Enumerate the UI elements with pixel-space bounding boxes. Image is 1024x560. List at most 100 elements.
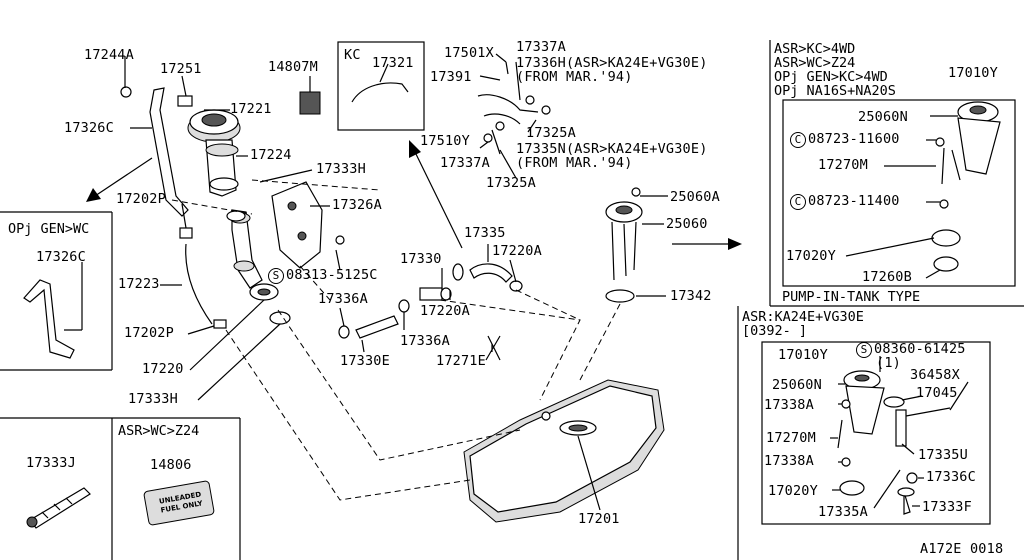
center-pump-unit [605,187,643,281]
part-label-17335a: 17335A [818,504,868,520]
part-label-17260b: 17260B [862,269,912,285]
pump-in-tank-inner-box [782,99,1016,287]
part-label-17510y: 17510Y [420,133,470,149]
part-label-17338a-top: 17338A [764,397,814,413]
gasket-17342 [605,289,635,303]
clip-17202p-bottom [213,319,227,329]
s-circle-icon: S [856,342,872,358]
filler-bracket-17326c [149,87,189,217]
part-label-17333h-bottom: 17333H [128,391,178,407]
part-label-17336h: 17336H(ASR>KA24E+VG30E) [516,55,708,71]
part-label-17270m-asr: 17270M [766,430,816,446]
part-label-17010y-asr: 17010Y [778,347,828,363]
emblem-14806 [143,480,215,526]
asr-z24-box-title: ASR>WC>Z24 [118,423,200,439]
pit-header-4: OPj NA16S+NA20S [774,83,896,99]
part-label-17326c: 17326C [64,120,114,136]
part-label-17020y-asr: 17020Y [768,483,818,499]
pit-header-3: OPj GEN>KC>4WD [774,69,888,85]
part-label-17330: 17330 [400,251,442,267]
clip-part-number-2: 08723-11400 [808,193,900,209]
part-label-17335n: 17335N(ASR>KA24E+VG30E) [516,141,708,157]
hose-17321 [351,82,409,103]
part-label-17326a: 17326A [332,197,382,213]
kc-box [337,41,425,131]
pit-header-1: ASR>KC>4WD [774,41,856,57]
part-label-17251: 17251 [160,61,202,77]
part-label-17220a-top: 17220A [492,243,542,259]
part-label-17391: 17391 [430,69,472,85]
part-label-17010y-pit: 17010Y [948,65,998,81]
from-date-1: (FROM MAR.'94) [516,69,633,85]
part-label-17330e: 17330E [340,353,390,369]
part-label-17202p-top: 17202P [116,191,166,207]
part-label-17335u: 17335U [918,447,968,463]
part-label-17045: 17045 [916,385,958,401]
part-label-17333f: 17333F [922,499,972,515]
fuel-tank-17201 [463,379,665,523]
part-label-17270m-pit: 17270M [818,157,868,173]
part-label-17020y-pit: 17020Y [786,248,836,264]
from-date-2: (FROM MAR.'94) [516,155,633,171]
part-label-17338a-bottom: 17338A [764,453,814,469]
asr-ka24e-header-1: ASR:KA24E+VG30E [742,309,864,325]
part-label-17336a-right: 17336A [400,333,450,349]
part-label-17220a-mid: 17220A [420,303,470,319]
part-label-17335: 17335 [464,225,506,241]
part-label-17325a-top: 17325A [526,125,576,141]
part-label-17223: 17223 [118,276,160,292]
shield-17326a [271,181,323,269]
part-label-17337a-bottom: 17337A [440,155,490,171]
part-label-25060a: 25060A [670,189,720,205]
part-label-14806: 14806 [150,457,192,473]
evap-hoses [338,263,523,361]
screw-part-number-asr: 08360-61425 [874,341,966,357]
part-label-17333j: 17333J [26,455,76,471]
part-label-17244a: 17244A [84,47,134,63]
part-label-17342: 17342 [670,288,712,304]
part-label-25060n-asr: 25060N [772,377,822,393]
diagram-code: A172E 0018 [920,541,1004,557]
pump-in-tank-caption: PUMP-IN-TANK TYPE [782,289,921,305]
part-label-25060n-pit: 25060N [858,109,908,125]
bracket-17326c-option [23,279,75,359]
s-circle-icon: S [268,268,284,284]
screw-part-number: 08313-5125C [286,267,378,283]
clip-part-number-1: 08723-11600 [808,131,900,147]
gen-wc-box-title: OPj GEN>WC [8,221,90,237]
part-label-14807m: 14807M [268,59,318,75]
part-label-17333h-top: 17333H [316,161,366,177]
part-label-17321: 17321 [372,55,414,71]
part-label-17501x: 17501X [444,45,494,61]
part-label-17336c: 17336C [926,469,976,485]
part-label-17336a-left: 17336A [318,291,368,307]
part-label-17326c-option: 17326C [36,249,86,265]
pit-header-2: ASR>WC>Z24 [774,55,856,71]
part-label-17325a-bottom: 17325A [486,175,536,191]
grommet-17251 [177,95,193,107]
part-label-36458x: 36458X [910,367,960,383]
c-circle-icon: C [790,194,806,210]
quantity-label: (1) [876,355,901,371]
part-label-17271e: 17271E [436,353,486,369]
filler-cap [187,109,241,143]
bolt-08313 [335,235,345,245]
asr-ka24e-inner-box [761,341,991,525]
part-label-17220: 17220 [142,361,184,377]
kc-box-title: KC [344,47,361,63]
filler-neck-17224 [205,139,239,197]
part-label-17224: 17224 [250,147,292,163]
vent-hose-group [477,61,551,155]
pump-in-tank-unit [931,101,1001,272]
asr-ka24e-header-2: [0392- ] [742,323,808,339]
c-circle-icon: C [790,132,806,148]
part-label-25060: 25060 [666,216,708,232]
clip-17333j [26,487,91,529]
